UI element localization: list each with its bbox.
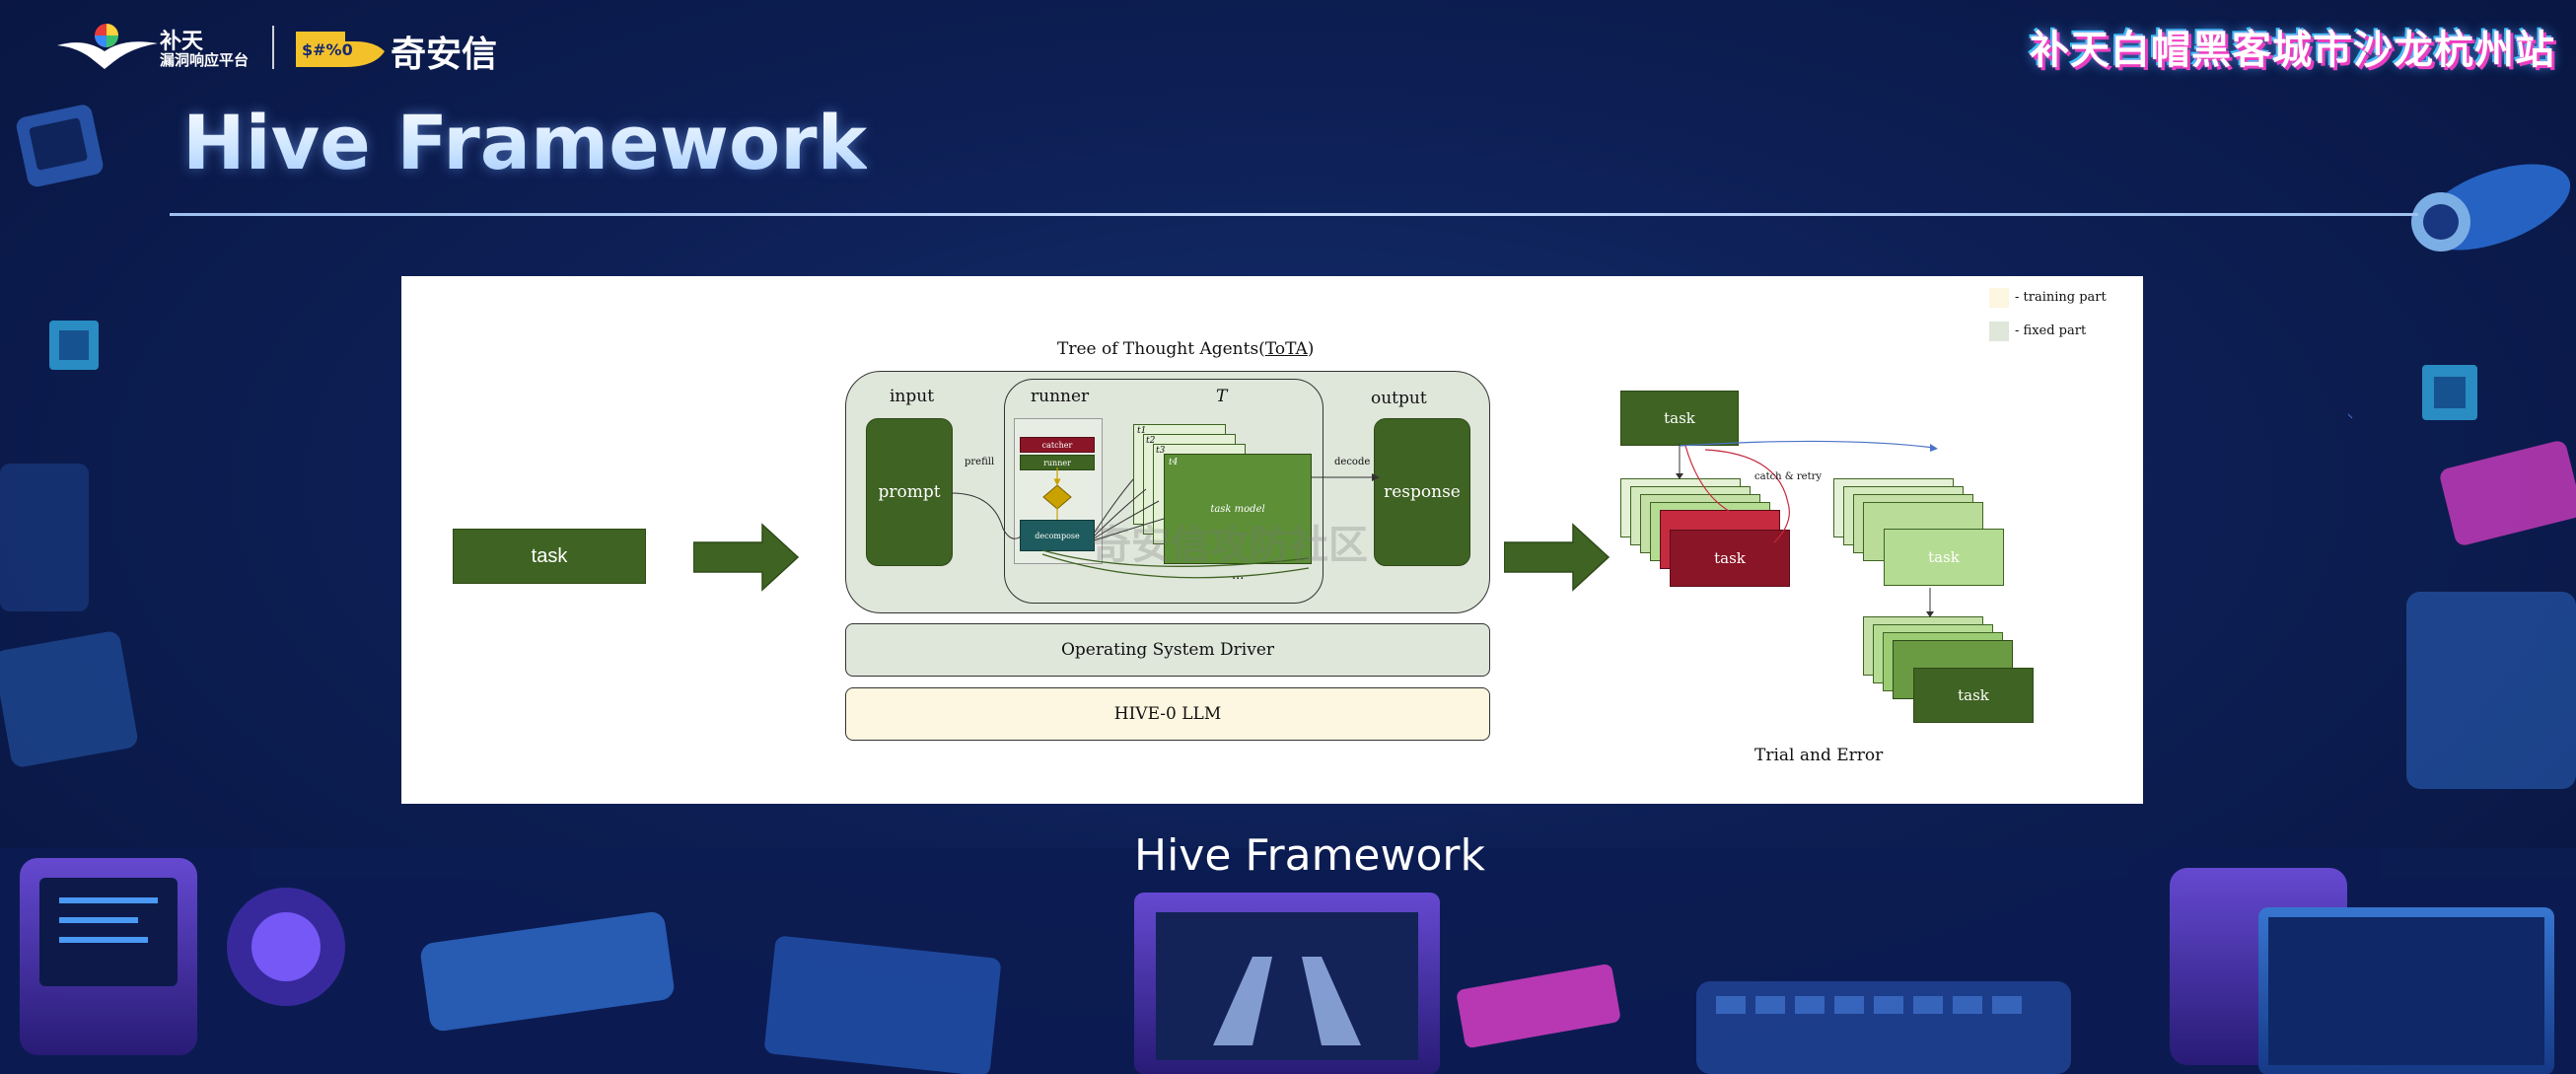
trial-connectors	[1676, 413, 2353, 617]
butian-logo: 补天 漏洞响应平台	[55, 18, 252, 73]
response-label: response	[1384, 482, 1461, 502]
subtask-t3-label: t3	[1156, 446, 1166, 456]
prompt-label: prompt	[878, 482, 941, 502]
runner-label: runner	[1031, 387, 1090, 406]
watermark: 奇安信攻防社区	[1092, 513, 1368, 570]
qax-mascot-icon: $#%0	[296, 32, 385, 67]
title-underline	[170, 213, 2418, 216]
task-input-label: task	[531, 544, 568, 567]
subtask-t2-label: t2	[1146, 436, 1156, 446]
output-label: output	[1371, 389, 1427, 408]
tota-connectors	[951, 467, 1380, 579]
subtask-t1-label: t1	[1137, 426, 1147, 436]
trial-task-top-label: task	[1664, 409, 1695, 427]
trial-task-light-label: task	[1928, 548, 1960, 566]
bottom-decor-scene	[0, 848, 2576, 1074]
catcher-label: catcher	[1041, 440, 1073, 450]
arrow-to-tota	[693, 523, 800, 592]
prefill-label: prefill	[965, 457, 995, 467]
t-label: T	[1216, 387, 1228, 406]
trial-task-bottom-label: task	[1958, 686, 1989, 704]
left-decor-devices	[0, 105, 138, 767]
decompose-label: decompose	[1035, 531, 1080, 540]
catch-retry-label: catch & retry	[1754, 471, 1823, 482]
prompt-box: prompt	[866, 418, 953, 566]
os-driver-label: Operating System Driver	[1060, 640, 1275, 660]
decompose-box: decompose	[1020, 520, 1095, 551]
legend-fixed-swatch	[1989, 322, 2009, 341]
os-driver-box: Operating System Driver	[845, 623, 1490, 677]
task-model-label: task model	[1210, 503, 1265, 515]
input-label: input	[890, 387, 935, 406]
trial-task-bottom: task	[1913, 668, 2034, 723]
butian-subtitle: 漏洞响应平台	[160, 51, 250, 69]
svg-text:$#%0: $#%0	[302, 40, 353, 59]
trial-task-light: task	[1884, 529, 2004, 586]
runner-ellipsis: ...	[1232, 568, 1245, 583]
watermark-text: 奇安信攻防社区	[1092, 523, 1368, 568]
trial-title: Trial and Error	[1754, 746, 1884, 765]
runner-small-label: runner	[1043, 458, 1071, 467]
header-divider	[272, 26, 274, 69]
catcher-box: catcher	[1020, 437, 1095, 453]
tota-title-prefix: Tree of Thought Agents(	[1057, 339, 1265, 359]
legend-training-label: - training part	[2015, 290, 2107, 305]
trial-task-red: task	[1670, 530, 1790, 587]
slide-caption: Hive Framework	[1134, 830, 1485, 881]
legend-fixed-label: - fixed part	[2015, 323, 2087, 338]
legend-training-swatch	[1989, 288, 2009, 308]
decode-label: decode	[1334, 457, 1371, 467]
qax-logo: $#%0 奇安信	[292, 22, 519, 75]
tota-title-abbr: ToTA	[1264, 339, 1308, 359]
trial-task-top: task	[1620, 391, 1739, 446]
tota-title-suffix: )	[1307, 339, 1315, 359]
butian-name: 补天	[160, 30, 204, 54]
butian-wing-icon	[57, 24, 158, 69]
subtask-t4-label: t4	[1169, 458, 1179, 467]
event-title: 补天白帽黑客城市沙龙杭州站	[2030, 28, 2555, 73]
diagram-panel: - training part - fixed part task Tree o…	[401, 276, 2353, 804]
trial-task-red-label: task	[1714, 549, 1746, 567]
right-decor-devices	[2406, 164, 2576, 789]
task-input-box: task	[453, 529, 646, 584]
qax-name: 奇安信	[391, 35, 498, 75]
arrow-to-trial	[1504, 523, 1610, 592]
slide-title: Hive Framework	[182, 99, 868, 186]
llm-box: HIVE-0 LLM	[845, 687, 1490, 741]
task-model-box: task model	[1164, 454, 1312, 564]
response-box: response	[1374, 418, 1470, 566]
tota-title: Tree of Thought Agents(ToTA)	[1057, 339, 1314, 359]
llm-label: HIVE-0 LLM	[1113, 704, 1222, 724]
